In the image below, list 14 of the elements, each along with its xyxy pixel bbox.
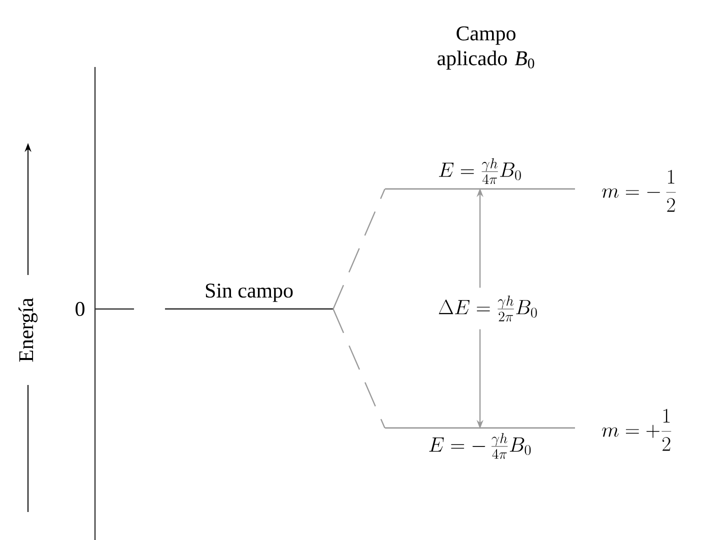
axis-label: 0 bbox=[76, 302, 84, 316]
transition-line bbox=[332, 188, 386, 310]
quantum-number: $m = +\frac{1}{2}$ bbox=[602, 408, 672, 451]
node-label: $E = \frac{\gamma h}{4\pi} B_0$ bbox=[438, 158, 521, 184]
field-label: Campo aplicado B$_{0}$ bbox=[438, 26, 534, 70]
edge-label: $\Delta E = \frac{\gamma h}{2\pi} B_0$ bbox=[430, 288, 546, 330]
energy-level: $E = \frac{\gamma h}{4\pi} B_0$ bbox=[385, 158, 575, 190]
transition-line bbox=[332, 308, 386, 428]
energy-level: $E = -\,\frac{\gamma h}{4\pi} B_0$ bbox=[385, 427, 575, 459]
axis-title: Energía bbox=[16, 294, 41, 366]
node-label: $E = -\,\frac{\gamma h}{4\pi} B_0$ bbox=[429, 433, 531, 459]
energy-level: Sin campo bbox=[165, 284, 333, 310]
node-label: Sin campo bbox=[206, 284, 293, 302]
quantum-number: $m = -\,\frac{1}{2}$ bbox=[602, 170, 676, 212]
